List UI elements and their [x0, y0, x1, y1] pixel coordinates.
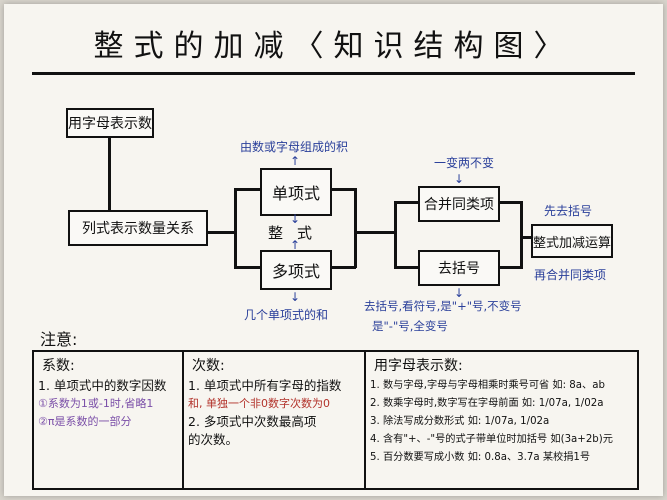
arrow-down-icon: ↓ — [454, 172, 465, 186]
annotation-bracket-rule-2: 是"-"号,全变号 — [372, 319, 448, 333]
node-polynomial: 多项式 — [260, 250, 332, 290]
section-title: 系数: — [42, 358, 75, 374]
notice-label: 注意: — [40, 330, 78, 349]
connector-line — [354, 188, 357, 268]
arrow-up-icon: ↑ — [290, 238, 301, 252]
section-title: 次数: — [192, 358, 225, 374]
annotation-monomial-def: 由数或字母组成的积 — [240, 140, 349, 154]
notes-table: 系数: 1. 单项式中的数字因数 ①系数为1或-1时,省略1 ②π是系数的一部分… — [32, 350, 639, 490]
annotation-polynomial-def: 几个单项式的和 — [244, 308, 329, 322]
section-title: 用字母表示数: — [374, 358, 463, 374]
connector-line — [234, 266, 260, 269]
connector-line — [108, 136, 111, 212]
arrow-up-icon: ↑ — [290, 154, 301, 168]
node-operation: 整式加减运算 — [531, 224, 613, 258]
page-title: 整式的加减〈知识结构图〉 — [93, 29, 574, 64]
section-line: 2. 数乘字母时,数字写在字母前面 如: 1/07a, 1/02a — [370, 398, 604, 409]
connector-line — [498, 266, 522, 269]
connector-line — [206, 231, 236, 234]
section-line: 4. 含有"+、-"号的式子带单位时加括号 如(3a+2b)元 — [370, 434, 613, 445]
section-line: 1. 单项式中所有字母的指数 — [188, 378, 342, 393]
section-line: 2. 多项式中次数最高项 — [188, 414, 317, 429]
connector-line — [234, 188, 237, 268]
connector-line — [520, 201, 523, 269]
arrow-down-icon: ↓ — [290, 290, 301, 304]
node-combine-like-terms: 合并同类项 — [418, 186, 500, 222]
section-line: ②π是系数的一部分 — [38, 415, 132, 428]
arrow-down-icon: ↓ — [290, 212, 301, 226]
connector-line — [394, 201, 397, 269]
annotation-remove-first: 先去括号 — [544, 204, 593, 218]
connector-line — [498, 201, 522, 204]
node-integral-expression: 整式 — [268, 224, 327, 242]
annotation-then-combine: 再合并同类项 — [534, 268, 607, 282]
connector-line — [330, 188, 356, 191]
paper: 整式的加减〈知识结构图〉 用字母表示数 列式表示数量关系 单项式 整式 多项式 … — [4, 4, 663, 496]
section-degree: 次数: 1. 单项式中所有字母的指数 和, 单独一个非0数字次数为0 2. 多项… — [184, 352, 364, 488]
column-divider — [364, 352, 366, 488]
title-divider — [32, 72, 635, 75]
connector-line — [234, 188, 260, 191]
section-line: 1. 单项式中的数字因数 — [38, 378, 167, 393]
annotation-combine-rule: 一变两不变 — [434, 156, 495, 170]
connector-line — [354, 231, 396, 234]
section-coefficient: 系数: 1. 单项式中的数字因数 ①系数为1或-1时,省略1 ②π是系数的一部分 — [34, 352, 182, 488]
column-divider — [182, 352, 184, 488]
section-line: ①系数为1或-1时,省略1 — [38, 397, 154, 410]
connector-line — [394, 266, 418, 269]
arrow-down-icon: ↓ — [454, 286, 465, 300]
section-line: 5. 百分数要写成小数 如: 0.8a、3.7a 某校捐1号 — [370, 452, 591, 463]
node-monomial: 单项式 — [260, 168, 332, 216]
connector-line — [520, 236, 532, 239]
annotation-bracket-rule-1: 去括号,看符号,是"+"号,不变号 — [364, 299, 522, 313]
section-letters-for-numbers: 用字母表示数: 1. 数与字母,字母与字母相乘时乘号可省 如: 8a、ab 2.… — [366, 352, 637, 488]
section-line: 和, 单独一个非0数字次数为0 — [188, 397, 330, 410]
node-remove-brackets: 去括号 — [418, 250, 500, 286]
connector-line — [330, 266, 356, 269]
section-line: 3. 除法写成分数形式 如: 1/07a, 1/02a — [370, 416, 550, 427]
section-line: 的次数。 — [188, 432, 239, 447]
node-expression-relation: 列式表示数量关系 — [68, 210, 208, 246]
section-line: 1. 数与字母,字母与字母相乘时乘号可省 如: 8a、ab — [370, 380, 605, 391]
node-letter-for-number: 用字母表示数 — [66, 108, 154, 138]
connector-line — [394, 201, 418, 204]
